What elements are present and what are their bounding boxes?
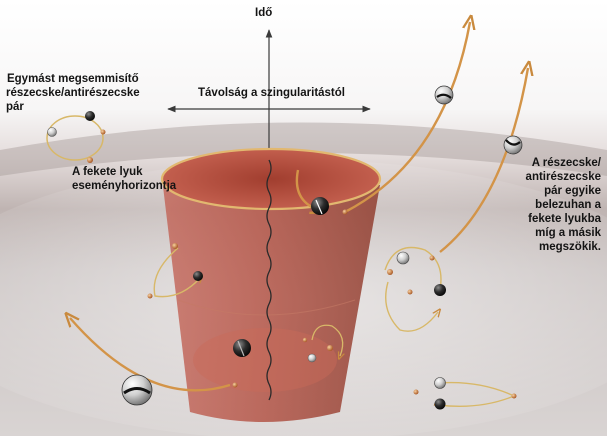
escaping-pair-line-7: megszökik.	[539, 241, 601, 253]
distance-axis-label: Távolság a szingularitástól	[198, 87, 345, 99]
pair-orbit-inner	[302, 324, 343, 363]
escaping-pair-line-2: antirészecske	[525, 171, 601, 183]
event-horizon-line-2: eseményhorizontja	[72, 180, 177, 192]
annihilating-pair-line-2: részecske/antirészecske	[6, 87, 140, 99]
event-horizon-line-1: A fekete lyuk	[72, 166, 143, 178]
pair-orbit-bottom-right	[413, 377, 517, 410]
annihilating-pair-orbit	[46, 111, 106, 163]
escaping-pair-line-3: pár egyike	[544, 185, 601, 197]
escape-trajectories	[70, 22, 528, 392]
pair-orbit-left	[147, 243, 204, 299]
event-horizon-label: A fekete lyuk eseményhorizontja	[72, 165, 176, 193]
particles	[121, 85, 523, 406]
annihilating-pair-line-3: pár	[6, 101, 24, 113]
singularity-line	[266, 159, 272, 401]
escaping-pair-line-1: A részecske/	[531, 157, 601, 169]
time-axis-label: Idő	[255, 7, 273, 19]
escaping-pair-label: A részecske/ antirészecske pár egyike be…	[526, 156, 601, 254]
annihilating-pair-line-1: Egymást megsemmisítő	[6, 73, 139, 85]
annihilating-pair-label: Egymást megsemmisítő részecske/antirésze…	[6, 72, 140, 114]
escaping-pair-line-4: belezuhan a	[535, 199, 601, 211]
escaping-pair-line-5: fekete lyukba	[528, 213, 601, 225]
pair-orbit-right	[384, 246, 446, 332]
escaping-pair-line-6: míg a másik	[535, 227, 601, 239]
